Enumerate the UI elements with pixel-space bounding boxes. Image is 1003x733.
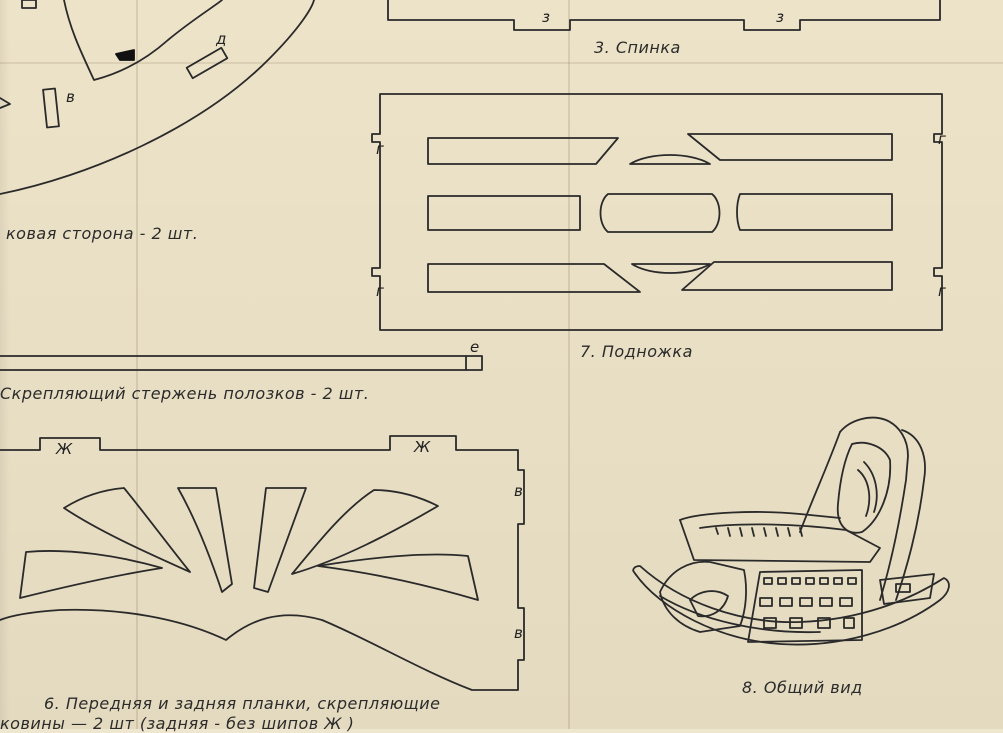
rocking-chair-sketch bbox=[632, 416, 950, 646]
caption-planks-line2: ковины — 2 шт (задняя - без шипов Ж ) bbox=[0, 714, 355, 733]
rod-label-e: е bbox=[470, 338, 480, 356]
plank-label-zh-left: Ж bbox=[56, 440, 73, 458]
backrest-label-z-left: з bbox=[542, 8, 550, 26]
caption-rod: Скрепляющий стержень полозков - 2 шт. bbox=[0, 384, 370, 403]
backrest-outline bbox=[387, 0, 941, 31]
caption-general-view: 8. Общий вид bbox=[742, 678, 863, 697]
footrest-outline bbox=[371, 93, 943, 331]
plank-label-v-bottom: в bbox=[514, 624, 523, 642]
backrest-label-z-right: з bbox=[776, 8, 784, 26]
side-label-v: в bbox=[66, 88, 75, 106]
plank-outline bbox=[0, 435, 525, 691]
plank-label-v-top: в bbox=[514, 482, 523, 500]
caption-side: ковая сторона - 2 шт. bbox=[6, 224, 199, 243]
footrest-label-g-top-left: г bbox=[376, 140, 384, 158]
caption-backrest: 3. Спинка bbox=[594, 38, 681, 57]
footrest-label-g-bottom-left: г bbox=[376, 282, 384, 300]
footrest-label-g-top-right: г bbox=[938, 130, 946, 148]
fold-line-horizontal bbox=[0, 62, 1003, 64]
caption-planks-line1: 6. Передняя и задняя планки, скрепляющие bbox=[44, 694, 441, 713]
fold-line-vertical-left bbox=[136, 0, 138, 729]
plank-label-zh-right: Ж bbox=[414, 438, 431, 456]
rod-outline bbox=[0, 355, 483, 371]
side-piece-mark bbox=[115, 49, 135, 61]
caption-footrest: 7. Подножка bbox=[580, 342, 693, 361]
side-label-d: д bbox=[216, 30, 227, 48]
side-piece-outline bbox=[0, 0, 315, 195]
footrest-label-g-bottom-right: г bbox=[938, 282, 946, 300]
fold-line-vertical-middle bbox=[568, 0, 570, 729]
